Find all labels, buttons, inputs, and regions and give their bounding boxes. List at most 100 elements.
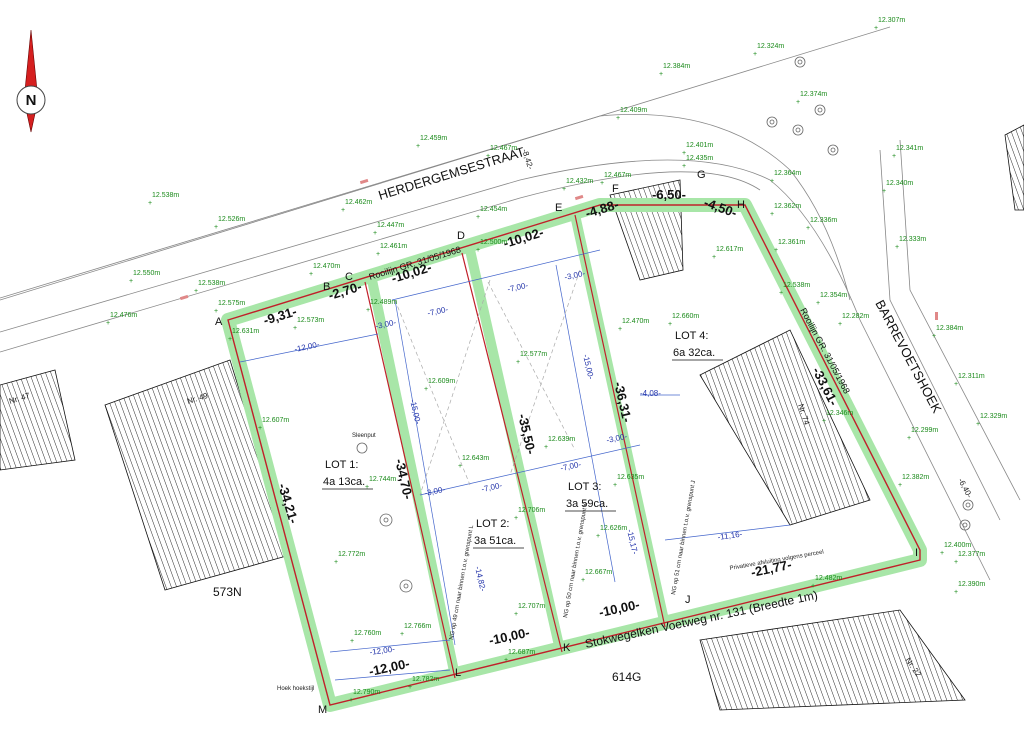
lot-4-name: LOT 4:: [675, 330, 708, 342]
height-level-marker: +: [349, 697, 353, 704]
height-level: 12.382m: [902, 474, 929, 481]
height-level: 12.609m: [428, 378, 455, 385]
height-level-marker: +: [770, 178, 774, 185]
lot-boundaries: [364, 214, 666, 679]
house-nr74: [699, 329, 871, 526]
height-level-marker: +: [258, 425, 262, 432]
height-level: 12.687m: [508, 649, 535, 656]
height-level-marker: +: [907, 435, 911, 442]
dim-w12b: -12,00-: [369, 644, 396, 656]
height-level-marker: +: [228, 336, 232, 343]
dim-w12: -12,00-: [294, 340, 321, 354]
height-level: 12.573m: [297, 317, 324, 324]
lot-2-area: 3a 51ca.: [474, 535, 516, 547]
height-level: 12.374m: [800, 91, 827, 98]
height-level-marker: +: [770, 211, 774, 218]
height-level: 12.384m: [663, 63, 690, 70]
height-level: 12.538m: [783, 282, 810, 289]
dim-w1517: -15,17-: [625, 528, 640, 555]
height-level-marker: +: [882, 188, 886, 195]
height-level-marker: +: [954, 559, 958, 566]
dim-ef: -4,88-: [583, 197, 620, 221]
height-level: 12.635m: [617, 474, 644, 481]
dim-w408: -4,08-: [640, 389, 661, 398]
site-boundary: [227, 204, 921, 706]
height-level-marker: +: [341, 207, 345, 214]
height-level-marker: +: [618, 326, 622, 333]
height-level-marker: +: [214, 308, 218, 315]
dim-w3d: -3,00-: [606, 432, 629, 445]
height-level: 12.790m: [353, 689, 380, 696]
dim-w1116: -11,16-: [717, 530, 743, 542]
height-level-marker: +: [811, 583, 815, 590]
height-level: 12.282m: [842, 313, 869, 320]
street-herdergemsestraat: HERDERGEMSESTRAAT: [376, 144, 526, 203]
height-level: 12.307m: [878, 17, 905, 24]
height-level: 12.390m: [958, 581, 985, 588]
point-c: C: [345, 271, 353, 283]
height-level-marker: +: [898, 482, 902, 489]
height-level: 12.760m: [354, 630, 381, 637]
height-level: 12.744m: [369, 476, 396, 483]
height-level: 12.660m: [672, 313, 699, 320]
point-a: A: [215, 316, 223, 328]
height-level-marker: +: [194, 288, 198, 295]
point-f: F: [612, 183, 619, 195]
point-l: L: [455, 667, 461, 679]
height-level: 12.772m: [338, 551, 365, 558]
height-level: 12.377m: [958, 551, 985, 558]
lot-1-name: LOT 1:: [325, 459, 358, 471]
height-level: 12.447m: [377, 222, 404, 229]
dim-w1482: -14,82-: [473, 565, 488, 592]
height-level-marker: +: [148, 200, 152, 207]
height-level-marker: +: [774, 247, 778, 254]
height-level-marker: +: [309, 271, 313, 278]
height-level: 12.631m: [232, 328, 259, 335]
height-level: 12.454m: [480, 206, 507, 213]
lot-3-name: LOT 3:: [568, 481, 601, 493]
lot-2-label: LOT 2: 3a 51ca.: [473, 518, 524, 549]
height-level-marker: +: [796, 99, 800, 106]
height-level: 12.476m: [110, 312, 137, 319]
height-level: 12.782m: [412, 676, 439, 683]
height-level: 12.409m: [620, 107, 647, 114]
dim-kl: -10,00-: [488, 625, 531, 648]
height-level: 12.706m: [518, 507, 545, 514]
height-level-marker: +: [895, 244, 899, 251]
height-level-marker: +: [365, 484, 369, 491]
dim-w3b: -3,00-: [564, 269, 587, 282]
height-level-marker: +: [753, 51, 757, 58]
height-level-marker: +: [106, 320, 110, 327]
north-label: N: [26, 92, 37, 109]
height-levels: 12.307m+12.324m+12.384m+12.374m+12.409m+…: [106, 17, 1007, 704]
height-level: 12.617m: [716, 246, 743, 253]
note-ng50: NG op 50 cm naar binnen t.o.v. grenspunt…: [563, 502, 589, 618]
height-level: 12.341m: [896, 145, 923, 152]
road-markings: [179, 178, 938, 320]
height-level: 12.354m: [820, 292, 847, 299]
height-level: 12.643m: [462, 455, 489, 462]
height-level-marker: +: [616, 115, 620, 122]
point-j: J: [685, 594, 691, 606]
point-m: M: [318, 704, 327, 716]
height-level: 12.401m: [686, 142, 713, 149]
height-level-marker: +: [514, 611, 518, 618]
height-level: 12.489m: [370, 299, 397, 306]
height-level: 12.361m: [778, 239, 805, 246]
height-level: 12.467m: [490, 145, 517, 152]
height-level: 12.461m: [380, 243, 407, 250]
house-nr47: [0, 369, 76, 471]
point-b: B: [323, 281, 330, 293]
height-level: 12.346m: [826, 410, 853, 417]
dim-w640: -6,40-: [956, 477, 974, 500]
note-ng49: NG op 49 cm naar binnen t.o.v. grenspunt…: [449, 524, 475, 640]
height-level: 12.707m: [518, 603, 545, 610]
dim-fg: -6,50-: [652, 187, 686, 202]
height-level: 12.362m: [774, 203, 801, 210]
height-level-marker: +: [659, 71, 663, 78]
parcel-573n: 573N: [213, 585, 242, 599]
herdergemsestraat-road: [0, 26, 1021, 581]
height-level-marker: +: [376, 251, 380, 258]
height-level: 12.500m: [480, 239, 507, 246]
